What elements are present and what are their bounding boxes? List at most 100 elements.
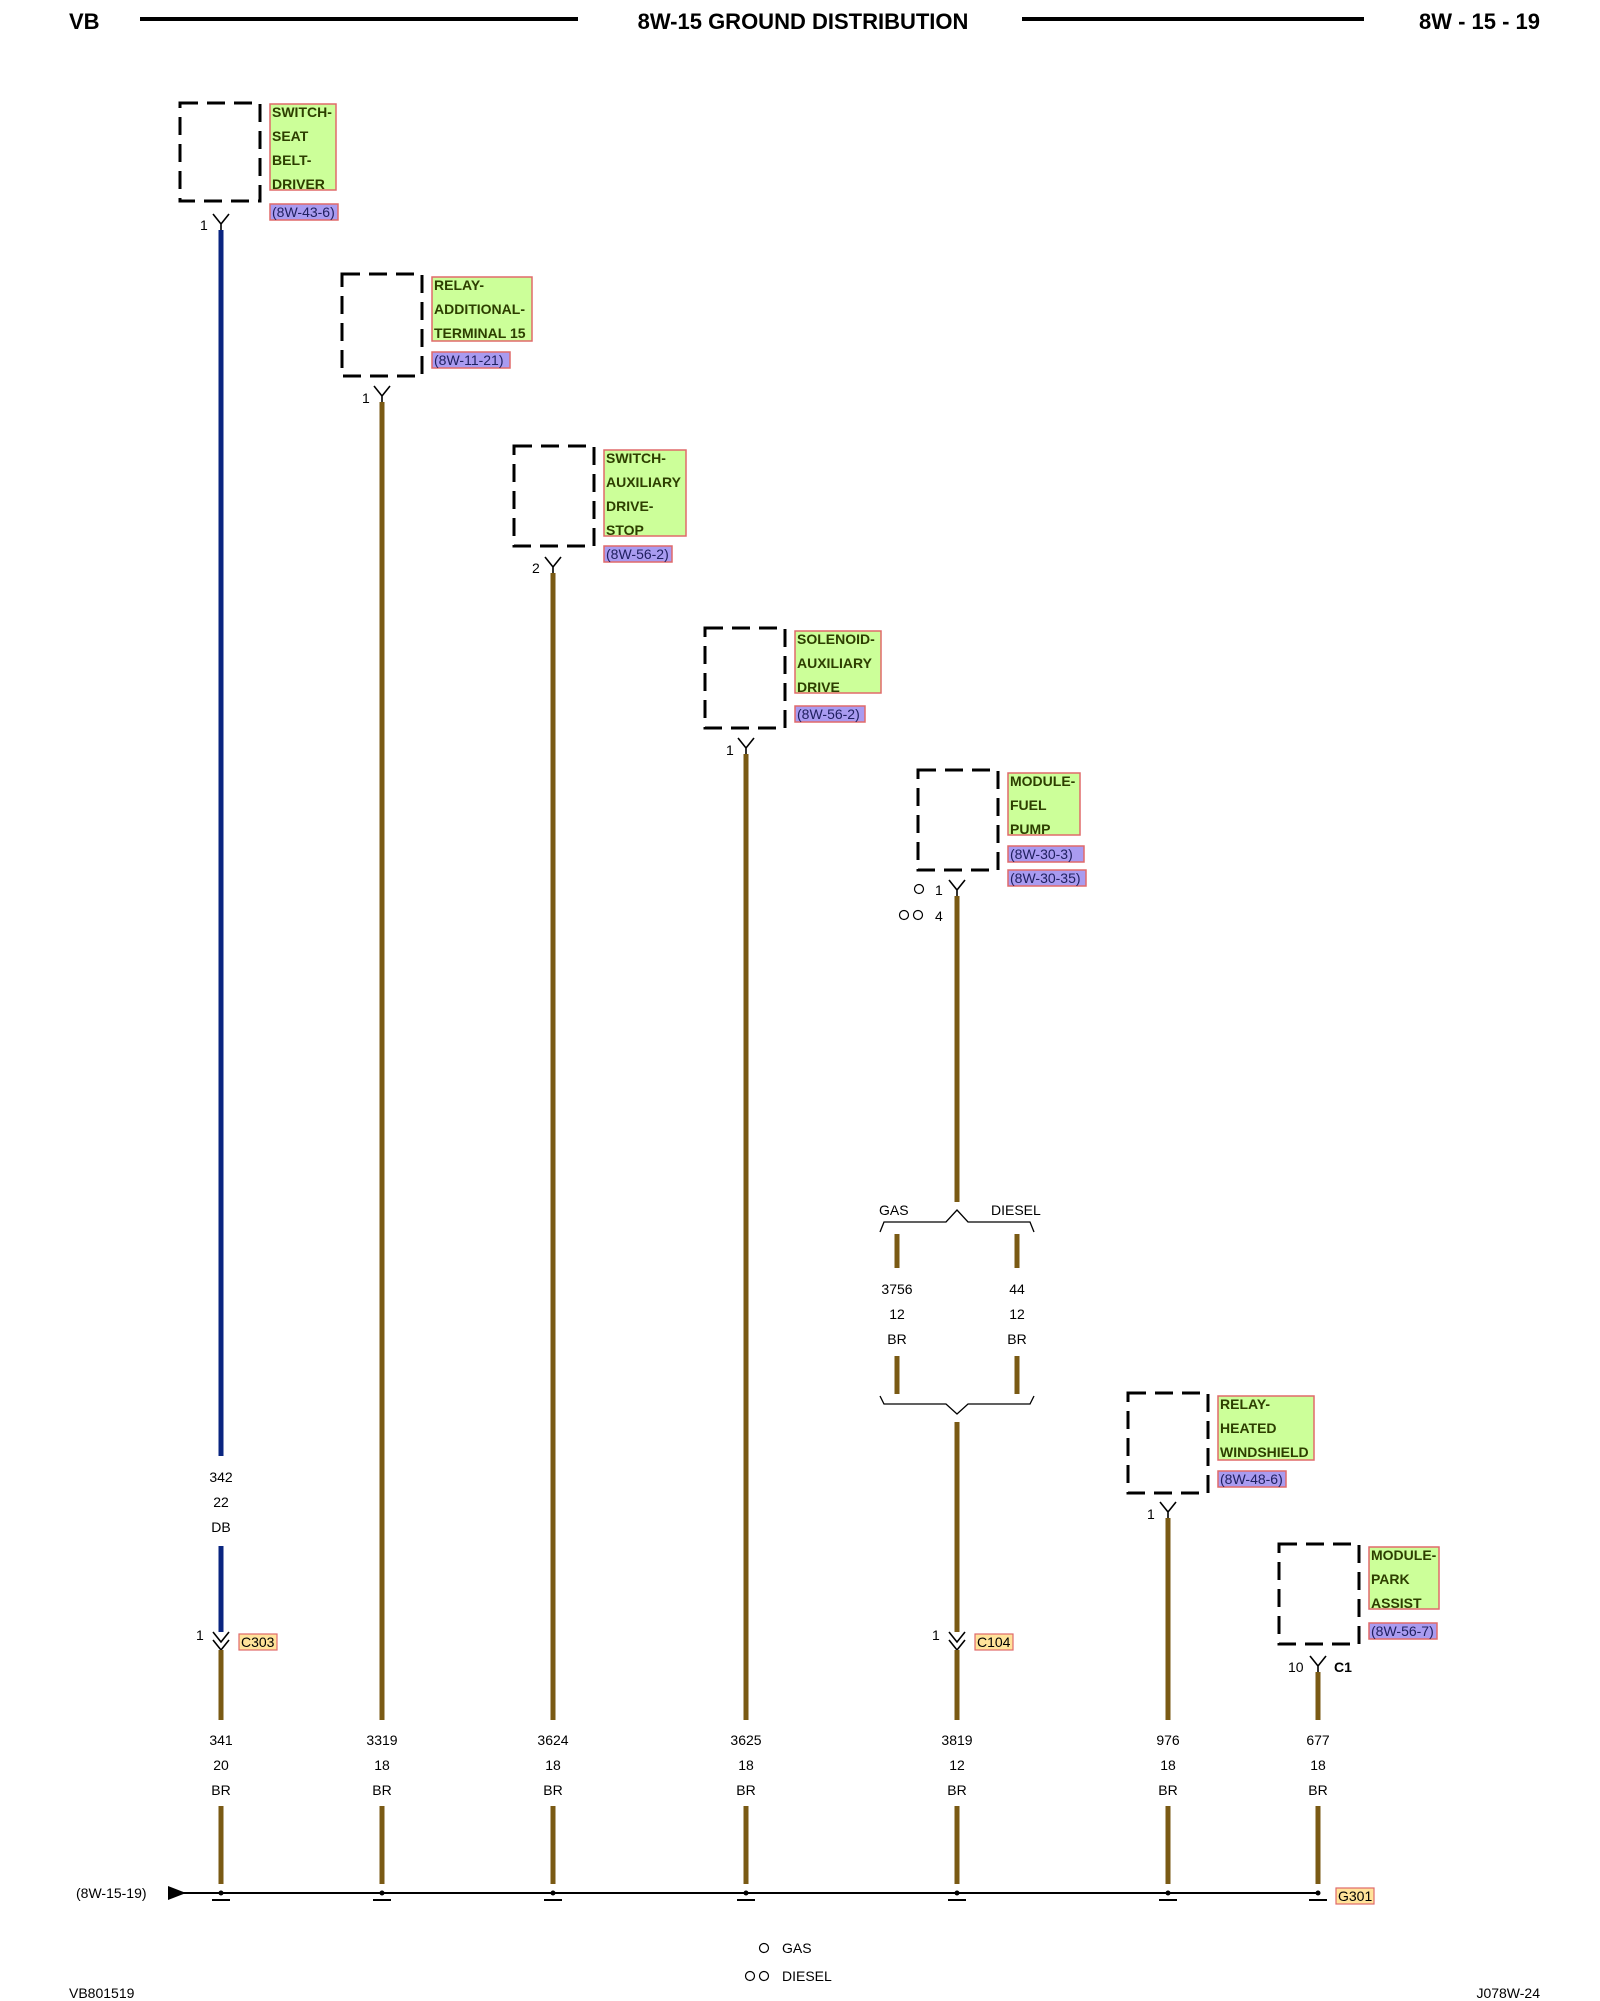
component-label-line: DRIVE: [797, 679, 840, 695]
wire-color: BR: [947, 1782, 966, 1798]
wire-gauge: 18: [738, 1757, 754, 1773]
component-ref-link[interactable]: (8W-56-2): [606, 546, 669, 562]
variant-gas-label: GAS: [879, 1202, 909, 1218]
header-rule-left: [140, 17, 578, 21]
wire-color: DB: [211, 1519, 230, 1535]
component-label-line: PUMP: [1010, 821, 1050, 837]
wire-label-976: 976 18 BR: [1156, 1732, 1180, 1798]
wire-gauge: 12: [1009, 1306, 1025, 1322]
component-box: [1277, 1542, 1361, 1646]
page-number: 8W - 15 - 19: [1418, 9, 1540, 34]
component-ref-link[interactable]: (8W-11-21): [434, 352, 504, 368]
variant-diesel-label: DIESEL: [991, 1202, 1041, 1218]
splice-dot: [1159, 1890, 1177, 1901]
diesel-variant-icon: [758, 1970, 770, 1982]
diesel-variant-icon: [898, 909, 910, 921]
component-ref-link[interactable]: (8W-43-6): [272, 204, 335, 220]
variant-bracket: [879, 1395, 1035, 1415]
wire-circuit: 677: [1306, 1732, 1330, 1748]
component-module-fuel-pump: MODULE- FUEL PUMP (8W-30-3) (8W-30-35) 1…: [898, 768, 1087, 924]
splice-dot: [737, 1890, 755, 1901]
wire-color: BR: [543, 1782, 562, 1798]
component-ref-link[interactable]: (8W-48-6): [1220, 1471, 1283, 1487]
ref-box: [1368, 1622, 1438, 1640]
label-box: [431, 276, 533, 342]
legend-diesel-label: DIESEL: [782, 1968, 832, 1984]
wire-circuit: 3319: [366, 1732, 397, 1748]
component-ref-link[interactable]: (8W-56-2): [797, 706, 860, 722]
ref-box: [794, 705, 866, 723]
diesel-variant-icon: [744, 1970, 756, 1982]
header-left: VB: [69, 9, 100, 34]
component-label-line: DRIVER: [272, 176, 325, 192]
wire-color: BR: [372, 1782, 391, 1798]
ground-label-box: [1335, 1887, 1375, 1905]
wire-gauge: 20: [213, 1757, 229, 1773]
connector-name: C1: [1334, 1659, 1352, 1675]
ref-box: [1217, 1470, 1287, 1488]
component-box: [703, 626, 787, 730]
label-box: [1217, 1395, 1315, 1461]
pin-terminal-icon: [212, 213, 230, 230]
component-label-line: WINDSHIELD: [1220, 1444, 1309, 1460]
splice-dot: [544, 1890, 562, 1901]
component-label-line: HEATED: [1220, 1420, 1277, 1436]
component-label-line: SWITCH-: [606, 450, 666, 466]
connector-label-box: [238, 1633, 278, 1651]
wire-gauge: 22: [213, 1494, 229, 1510]
variant-split-bottom: [879, 1395, 1035, 1415]
splice-dot: [373, 1890, 391, 1901]
wire-circuit: 3624: [537, 1732, 568, 1748]
pin-number: 1: [200, 217, 208, 233]
component-box: [178, 101, 262, 203]
ref-box: [431, 351, 511, 369]
ground-ref-link[interactable]: (8W-15-19): [76, 1885, 147, 1901]
wire-gauge: 18: [374, 1757, 390, 1773]
footer-left: VB801519: [69, 1985, 135, 2001]
component-label-line: SOLENOID-: [797, 631, 875, 647]
connector-name: C303: [241, 1634, 275, 1650]
wire-color: BR: [1308, 1782, 1327, 1798]
wire-color: BR: [736, 1782, 755, 1798]
component-solenoid-auxiliary-drive: SOLENOID- AUXILIARY DRIVE (8W-56-2) 1: [703, 626, 882, 758]
component-label-line: TERMINAL 15: [434, 325, 526, 341]
pin-number: 2: [532, 560, 540, 576]
label-box: [794, 630, 882, 694]
component-box: [512, 444, 596, 548]
component-switch-auxiliary-drive-stop: SWITCH- AUXILIARY DRIVE- STOP (8W-56-2) …: [512, 444, 687, 576]
legend-gas-label: GAS: [782, 1940, 812, 1956]
label-box: [603, 449, 687, 537]
ref-box: [1007, 845, 1085, 863]
diesel-variant-icon: [912, 909, 924, 921]
connector-terminal-icon: [948, 1631, 966, 1652]
component-ref-link[interactable]: (8W-30-35): [1010, 870, 1081, 886]
wire-gauge: 12: [889, 1306, 905, 1322]
component-label-line: STOP: [606, 522, 644, 538]
wire-circuit: 3756: [881, 1281, 912, 1297]
splice-points: [212, 1890, 1327, 1901]
component-label-line: BELT-: [272, 152, 312, 168]
component-label-line: AUXILIARY: [797, 655, 873, 671]
pin-number: 1: [1147, 1506, 1155, 1522]
wire-circuit: 3819: [941, 1732, 972, 1748]
wire-circuit: 976: [1156, 1732, 1180, 1748]
splice-dot: [1309, 1890, 1327, 1901]
pin-number: 4: [935, 908, 943, 924]
wire-color: BR: [211, 1782, 230, 1798]
variant-legend: GAS DIESEL: [744, 1940, 832, 1984]
component-label-line: RELAY-: [434, 277, 484, 293]
page-title: 8W-15 GROUND DISTRIBUTION: [637, 9, 969, 34]
wire-label-3819: 3819 12 BR: [941, 1732, 972, 1798]
wire-circuit: 341: [209, 1732, 233, 1748]
connector-c104: 1 C104: [932, 1627, 1014, 1652]
pin-terminal-icon: [373, 385, 391, 402]
ref-box: [1007, 869, 1087, 887]
splice-dot: [948, 1890, 966, 1901]
component-ref-link[interactable]: (8W-30-3): [1010, 846, 1073, 862]
component-label-line: PARK: [1371, 1571, 1410, 1587]
component-ref-link[interactable]: (8W-56-7): [1371, 1623, 1434, 1639]
wire-label-3625: 3625 18 BR: [730, 1732, 761, 1798]
connector-c303: 1 C303: [196, 1627, 278, 1652]
label-box: [1007, 772, 1081, 836]
